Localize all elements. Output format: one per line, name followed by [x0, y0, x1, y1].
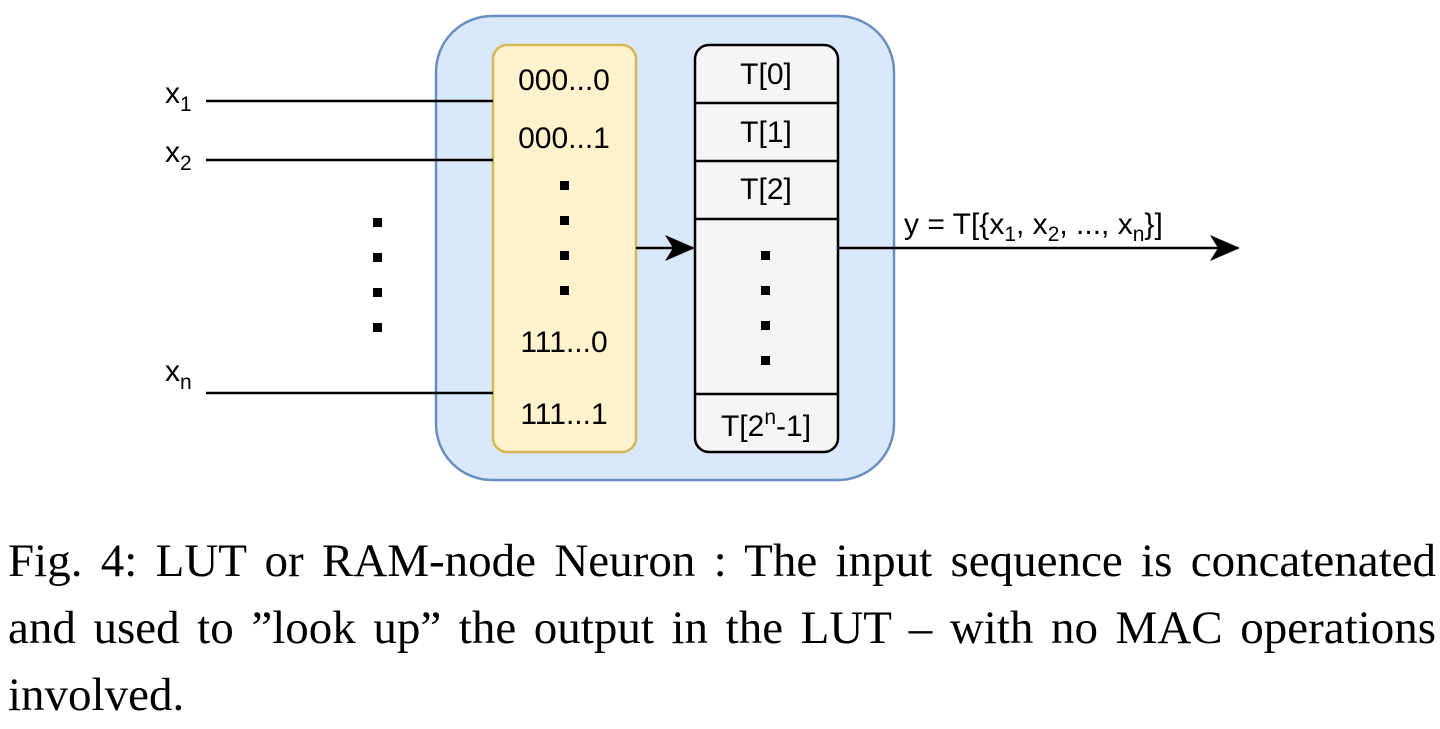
output-label: y = T[{x1, x2, ..., xn}] — [904, 208, 1163, 246]
input-ellipsis-dots — [373, 218, 382, 332]
lut-table — [693, 43, 840, 454]
address-column — [491, 43, 638, 454]
input-label: x2 — [165, 136, 192, 175]
figure-caption: Fig. 4: LUT or RAM-node Neuron : The inp… — [8, 535, 1436, 721]
lut-cell-last: T[2n-1] — [721, 406, 811, 443]
lut-cell: T[0] — [740, 58, 792, 91]
input-label: xn — [165, 355, 192, 394]
address-ellipsis-dots — [560, 181, 569, 295]
address-entry: 000...0 — [518, 64, 610, 97]
lut-ellipsis-dots — [761, 251, 770, 365]
input-label: x1 — [165, 77, 192, 116]
address-entry: 000...1 — [518, 122, 610, 155]
address-entry: 111...1 — [520, 398, 607, 431]
address-entry: 111...0 — [520, 326, 607, 359]
lut-cell: T[1] — [740, 116, 792, 149]
lut-neuron-diagram: 000...0 000...1 111...0 111...1 T[0] T[1… — [165, 14, 1240, 482]
lut-cell: T[2] — [740, 173, 792, 206]
